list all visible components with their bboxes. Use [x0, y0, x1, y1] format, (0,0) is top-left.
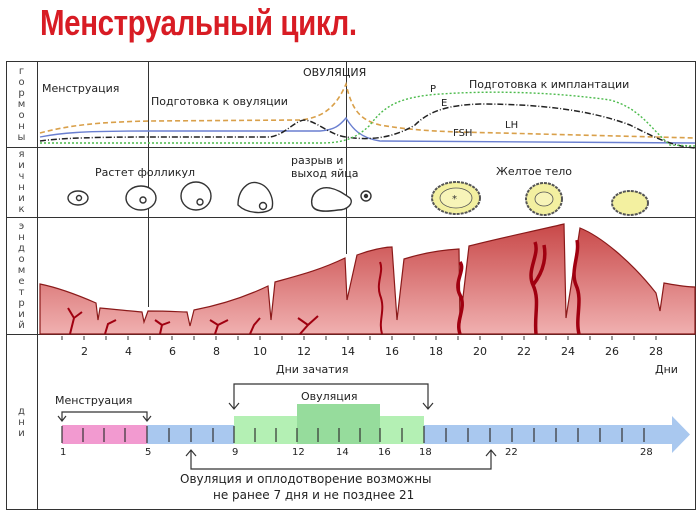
corpus-luteum-2 [525, 182, 563, 216]
svg-text:*: * [452, 194, 457, 205]
fertility-window-bracket [185, 449, 497, 470]
day-tick-label: 16 [385, 345, 399, 358]
row-label-letter: г [18, 65, 25, 77]
day-tick-label: 24 [561, 345, 575, 358]
timeline-day-label: 1 [60, 447, 67, 458]
menstruation-bracket [57, 411, 152, 422]
day-tick-label: 4 [125, 345, 132, 358]
row-label-letter: и [18, 427, 25, 439]
day-tick-label: 2 [81, 345, 88, 358]
timeline-day-label: 22 [505, 447, 518, 458]
curve-label-fsh: FSH [453, 128, 473, 139]
row-label-letter: т [18, 286, 25, 298]
row-label-letter: и [18, 308, 25, 320]
phase-label-prep-ovulation: Подготовка к овуляции [151, 95, 288, 108]
day-tick-label: 22 [517, 345, 531, 358]
day-tick-label: 12 [297, 345, 311, 358]
timeline-safe-late-arrow [424, 416, 690, 453]
day-tick-label: 6 [169, 345, 176, 358]
phase-line-ovulation [346, 61, 347, 254]
phase-label-prep-implantation: Подготовка к имплантации [469, 78, 630, 91]
ruptured-follicle [311, 187, 372, 212]
day-tick-label: 10 [253, 345, 267, 358]
fertility-note-line1: Овуляция и оплодотворение возможны [180, 472, 432, 486]
row-label-letter: и [18, 160, 25, 171]
p-curve [40, 91, 696, 147]
timeline-label-menstruation: Менструация [55, 394, 133, 407]
row-label-letter: й [18, 319, 25, 331]
e-curve [39, 103, 696, 149]
timeline-day-label: 12 [292, 447, 305, 458]
timeline-day-label: 5 [145, 447, 152, 458]
blood-vessels [67, 239, 581, 335]
row-label-letter: э [18, 220, 25, 232]
row-label-letter: ы [17, 131, 26, 143]
fertility-note-line2: не ранее 7 дня и не позднее 21 [213, 488, 415, 502]
day-tick-label: 18 [429, 345, 443, 358]
corpus-luteum-1: * [431, 181, 481, 215]
row-label-letter: о [18, 76, 25, 88]
day-tick-label: 26 [605, 345, 619, 358]
phase-line-menstruation-end [148, 61, 149, 307]
timeline-day-label: 14 [336, 447, 349, 458]
row-label-letter: р [18, 87, 25, 99]
curve-label-p: P [430, 84, 437, 95]
row-divider [6, 217, 696, 218]
row-label-letter: е [18, 275, 25, 287]
follicle-4 [237, 181, 274, 214]
timeline-day-label: 18 [419, 447, 432, 458]
row-label-letter: м [17, 264, 26, 276]
label-conception-days: Дни зачатия [276, 363, 349, 376]
diagram-frame [6, 61, 696, 510]
row-label-letter: н [18, 120, 25, 132]
row-label-letter: н [18, 416, 25, 428]
follicle-1 [67, 190, 89, 206]
label-rupture-line2: выход яйца [291, 167, 359, 180]
fsh-curve [39, 116, 696, 144]
corpus-luteum-3 [611, 190, 649, 216]
phase-label-ovulation: ОВУЛЯЦИЯ [303, 66, 367, 79]
timeline-day-label: 16 [378, 447, 391, 458]
row-label-letter: о [18, 109, 25, 121]
day-tick-label: 14 [341, 345, 355, 358]
row-label-letter: и [18, 193, 25, 204]
timeline-day-label: 28 [640, 447, 653, 458]
page-title: Менструальный цикл. [40, 2, 357, 43]
follicle-2 [125, 185, 157, 211]
lh-curve [39, 81, 696, 139]
day-tick-label: 20 [473, 345, 487, 358]
row-divider [6, 147, 696, 148]
row-label-letter: к [18, 204, 25, 215]
timeline-label-ovulation: Овуляция [301, 390, 358, 403]
row-label-letter: о [18, 253, 25, 265]
row-label-letter: м [17, 98, 26, 110]
day-tick-label: 28 [649, 345, 663, 358]
row-label-letter: ч [18, 171, 25, 182]
curve-label-e: E [441, 98, 448, 109]
curve-label-lh: LH [505, 120, 519, 131]
label-days: Дни [655, 363, 678, 376]
row-label-letter: р [18, 297, 25, 309]
phase-label-menstruation: Менструация [42, 82, 120, 95]
follicle-3 [180, 181, 212, 211]
label-growing-follicle: Растет фолликул [95, 166, 196, 179]
endometrium-layer [39, 223, 696, 335]
row-label-letter: н [18, 231, 25, 243]
day-axis-ticks [61, 336, 657, 340]
day-tick-label: 8 [213, 345, 220, 358]
row-label-letter: д [18, 242, 25, 254]
label-corpus-luteum: Желтое тело [496, 165, 572, 178]
row-label-letter: я [18, 149, 25, 160]
label-rupture-line1: разрыв и [291, 154, 344, 167]
conception-bracket [228, 383, 434, 410]
timeline-day-label: 9 [232, 447, 239, 458]
row-label-letter: д [18, 405, 25, 417]
timeline-ticks [61, 426, 645, 443]
row-label-letter: н [18, 182, 25, 193]
